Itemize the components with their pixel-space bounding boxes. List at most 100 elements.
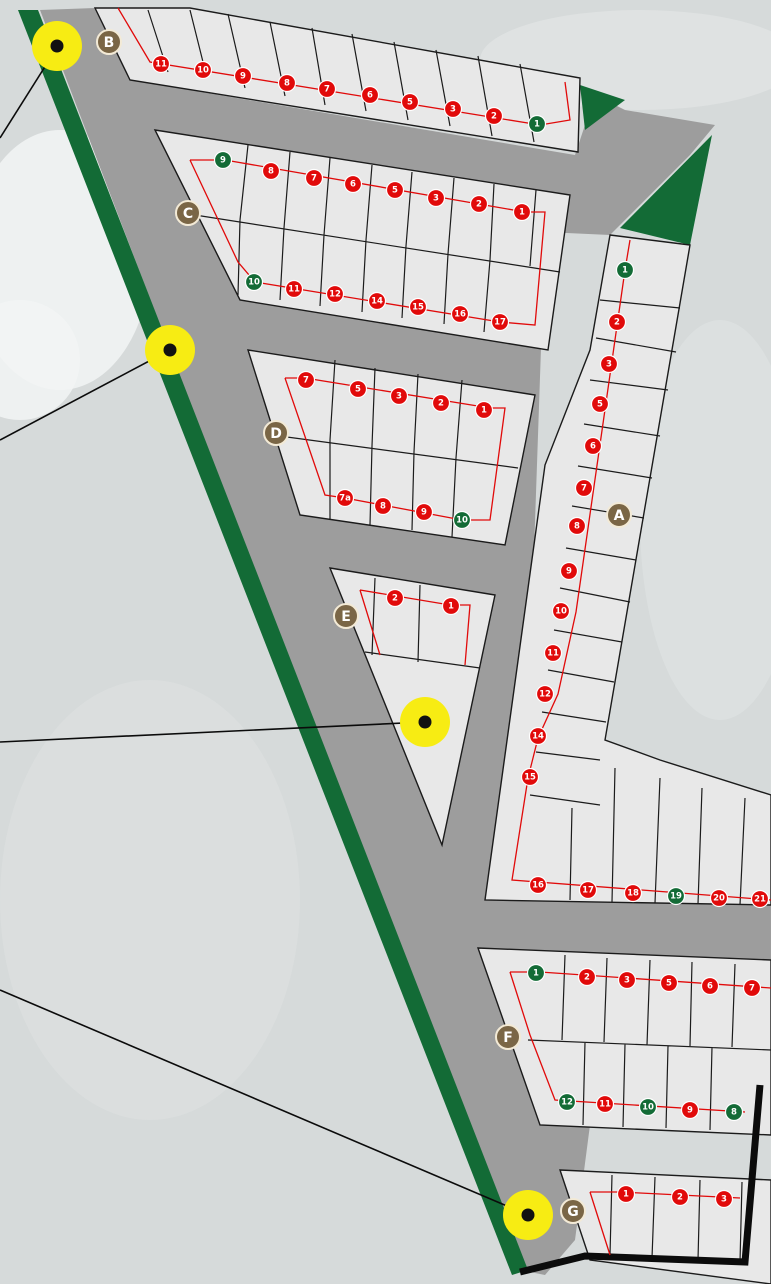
lot-marker[interactable]: 8: [567, 516, 587, 536]
lot-number: 9: [240, 72, 246, 82]
lot-marker[interactable]: 1: [616, 1184, 636, 1204]
lot-number: 19: [670, 892, 682, 902]
lot-marker[interactable]: 6: [360, 85, 380, 105]
lot-marker-circle: [742, 978, 762, 998]
lot-number: 2: [438, 399, 444, 409]
lot-marker[interactable]: 7: [296, 370, 316, 390]
lot-marker-circle: [724, 1102, 744, 1122]
lot-marker[interactable]: 5: [590, 394, 610, 414]
lot-marker[interactable]: 9: [680, 1100, 700, 1120]
lot-marker[interactable]: 1: [512, 202, 532, 222]
lot-marker[interactable]: 7: [574, 478, 594, 498]
lot-marker[interactable]: 2: [607, 312, 627, 332]
lot-marker[interactable]: 10: [244, 272, 264, 292]
lot-marker[interactable]: 5: [385, 180, 405, 200]
lot-marker[interactable]: 15: [408, 297, 428, 317]
lot-marker[interactable]: 21: [750, 889, 770, 909]
lot-marker[interactable]: 5: [348, 379, 368, 399]
lot-marker[interactable]: 12: [535, 684, 555, 704]
lot-number: 2: [476, 200, 482, 210]
section-marker-b[interactable]: B: [96, 29, 122, 55]
section-marker-c[interactable]: C: [175, 200, 201, 226]
lot-marker[interactable]: 7: [742, 978, 762, 998]
lot-marker[interactable]: 3: [617, 970, 637, 990]
lot-number: 1: [481, 406, 487, 416]
section-marker-d[interactable]: D: [263, 420, 289, 446]
section-marker-a[interactable]: A: [606, 502, 632, 528]
lot-marker[interactable]: 1: [526, 963, 546, 983]
location-pin[interactable]: [32, 21, 82, 71]
lot-marker[interactable]: 3: [443, 99, 463, 119]
lot-number: 10: [197, 66, 209, 76]
lot-marker[interactable]: 2: [577, 967, 597, 987]
lot-marker[interactable]: 18: [623, 883, 643, 903]
lot-marker-circle: [335, 488, 355, 508]
lot-number: 17: [494, 318, 506, 328]
lot-number: 2: [392, 594, 398, 604]
lot-marker[interactable]: 14: [367, 291, 387, 311]
location-pin[interactable]: [145, 325, 195, 375]
lot-marker-circle: [574, 478, 594, 498]
lot-marker[interactable]: 9: [233, 66, 253, 86]
lot-marker[interactable]: 14: [528, 726, 548, 746]
lot-marker[interactable]: 7a: [335, 488, 355, 508]
lot-marker[interactable]: 12: [557, 1092, 577, 1112]
lot-marker[interactable]: 11: [151, 54, 171, 74]
lot-marker[interactable]: 2: [431, 393, 451, 413]
lot-marker-circle: [577, 967, 597, 987]
lot-marker[interactable]: 10: [452, 510, 472, 530]
lot-marker[interactable]: 16: [528, 875, 548, 895]
lot-marker[interactable]: 11: [284, 279, 304, 299]
lot-marker[interactable]: 8: [724, 1102, 744, 1122]
lot-marker[interactable]: 11: [543, 643, 563, 663]
lot-number: 2: [614, 318, 620, 328]
lot-marker[interactable]: 17: [578, 880, 598, 900]
lot-marker[interactable]: 8: [277, 73, 297, 93]
lot-marker[interactable]: 8: [261, 161, 281, 181]
section-marker-g[interactable]: G: [560, 1198, 586, 1224]
lot-marker[interactable]: 6: [583, 436, 603, 456]
location-pin[interactable]: [400, 697, 450, 747]
lot-marker[interactable]: 15: [520, 767, 540, 787]
lot-marker-circle: [599, 354, 619, 374]
lot-marker[interactable]: 19: [666, 886, 686, 906]
lot-marker[interactable]: 2: [469, 194, 489, 214]
lot-marker[interactable]: 9: [414, 502, 434, 522]
location-pin[interactable]: [503, 1190, 553, 1240]
lot-marker[interactable]: 16: [450, 304, 470, 324]
lot-marker[interactable]: 3: [599, 354, 619, 374]
lot-marker[interactable]: 5: [400, 92, 420, 112]
lot-marker[interactable]: 6: [700, 976, 720, 996]
lot-marker[interactable]: 7: [304, 168, 324, 188]
lot-marker[interactable]: 20: [709, 888, 729, 908]
lot-marker[interactable]: 17: [490, 312, 510, 332]
lot-marker[interactable]: 10: [193, 60, 213, 80]
lot-marker-circle: [151, 54, 171, 74]
lot-marker[interactable]: 9: [213, 150, 233, 170]
lot-marker[interactable]: 2: [385, 588, 405, 608]
lot-marker[interactable]: 10: [638, 1097, 658, 1117]
lot-marker[interactable]: 1: [441, 596, 461, 616]
lot-marker[interactable]: 6: [343, 174, 363, 194]
section-marker-f[interactable]: F: [495, 1024, 521, 1050]
lot-marker[interactable]: 3: [426, 188, 446, 208]
section-marker-e[interactable]: E: [333, 603, 359, 629]
lot-marker[interactable]: 1: [527, 114, 547, 134]
lot-marker[interactable]: 1: [615, 260, 635, 280]
lot-marker[interactable]: 11: [595, 1094, 615, 1114]
lot-marker[interactable]: 7: [317, 79, 337, 99]
lot-marker[interactable]: 8: [373, 496, 393, 516]
lot-marker[interactable]: 12: [325, 284, 345, 304]
lot-number: 11: [547, 649, 559, 659]
lot-marker[interactable]: 9: [559, 561, 579, 581]
lot-marker[interactable]: 10: [551, 601, 571, 621]
lot-marker[interactable]: 3: [714, 1189, 734, 1209]
lot-marker[interactable]: 3: [389, 386, 409, 406]
lot-number: 9: [220, 156, 226, 166]
lot-marker[interactable]: 5: [659, 973, 679, 993]
lot-number: 15: [412, 303, 424, 313]
lot-marker[interactable]: 1: [474, 400, 494, 420]
lot-marker[interactable]: 2: [670, 1187, 690, 1207]
section-label-b: B: [104, 35, 115, 51]
lot-marker[interactable]: 2: [484, 106, 504, 126]
